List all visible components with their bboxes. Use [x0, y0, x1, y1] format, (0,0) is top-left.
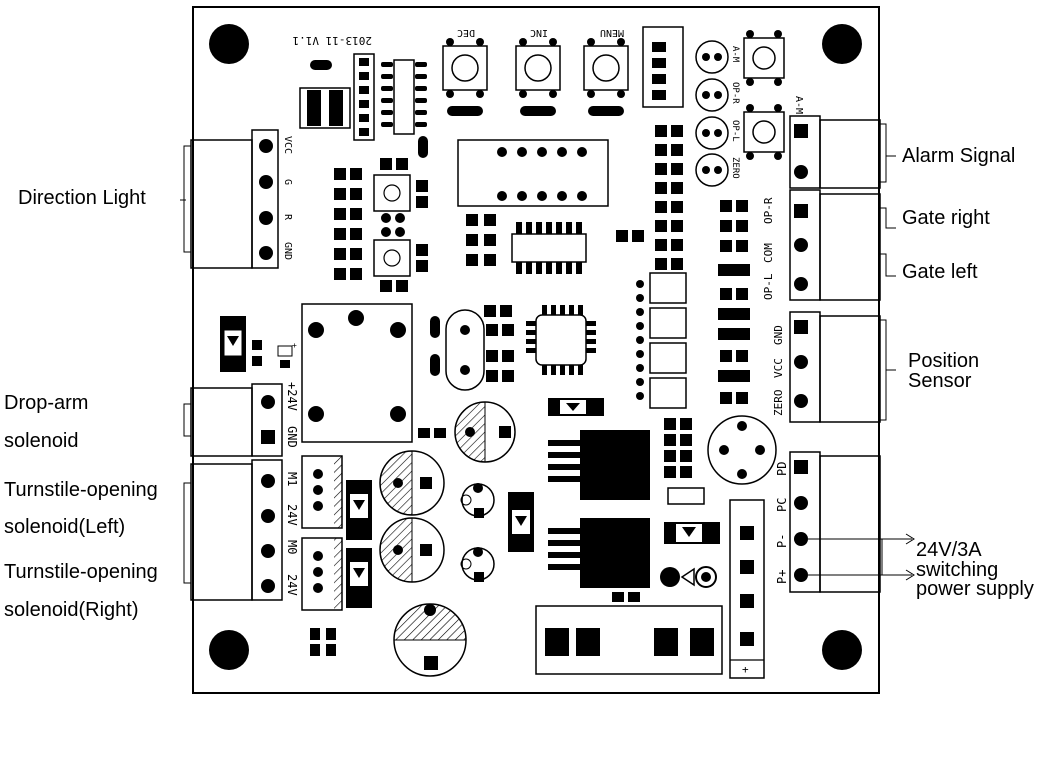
pin-vcc: VCC — [282, 136, 293, 154]
pin-vcc-pos: VCC — [772, 358, 785, 378]
led-label-op-r: OP-R — [730, 82, 740, 104]
pin-gnd: GND — [282, 242, 293, 260]
label-gate-right: Gate right — [902, 207, 990, 229]
vertical-header: + — [729, 499, 765, 679]
label-position-line2: Sensor — [908, 370, 972, 392]
diodes-right — [718, 264, 750, 382]
pin-op-l: OP-L — [762, 273, 775, 300]
buzzer — [707, 415, 777, 485]
label-alarm-signal: Alarm Signal — [902, 145, 1016, 167]
top-header — [642, 26, 684, 108]
pin-com: COM — [762, 243, 775, 263]
pin-zero: ZERO — [772, 390, 785, 417]
dec-button-label: DEC — [457, 27, 475, 38]
menu-button-label: MENU — [600, 27, 624, 38]
electrolytic-capacitors — [379, 401, 516, 677]
pin-p-minus: P- — [775, 534, 789, 548]
pin-op-r: OP-R — [762, 197, 775, 224]
mounting-holes — [209, 24, 862, 670]
label-power-line2: switching — [916, 559, 999, 581]
fuse — [667, 487, 705, 505]
board-outline — [192, 6, 880, 694]
push-buttons: DEC INC MENU — [442, 27, 629, 116]
pin-24v: +24V — [285, 382, 299, 411]
label-drop-arm-line1: Drop-arm — [4, 392, 89, 414]
connector-alarm: A-M — [789, 96, 881, 189]
inc-button-label: INC — [530, 27, 548, 38]
led-label-zero: ZERO — [730, 157, 740, 179]
smd-pads-middle — [310, 418, 692, 656]
label-right-solenoid-line2: solenoid(Right) — [4, 599, 139, 621]
connector-solenoids: M1 24V M0 24V — [190, 459, 299, 601]
label-gate-left: Gate left — [902, 261, 978, 283]
polarity-mark: + — [742, 663, 749, 676]
pin-am: A-M — [793, 96, 804, 114]
pin-gnd-drop: GND — [285, 426, 299, 448]
led-label-op-l: OP-L — [730, 120, 740, 142]
smd-pads-right — [655, 125, 748, 404]
pin-pc: PC — [775, 498, 789, 512]
connector-drop-arm: +24V GND — [190, 382, 299, 457]
polarity-mark-small: + — [292, 341, 297, 350]
label-position-line1: Position — [908, 350, 980, 372]
pin-24v-left: 24V — [285, 504, 299, 526]
power-terminal-bottom — [535, 605, 723, 675]
connector-direction-light: VCC G R GND — [190, 129, 293, 269]
optocouplers — [373, 174, 411, 277]
solenoid-drivers — [301, 455, 343, 611]
resistor-column — [636, 272, 687, 409]
pin-r: R — [282, 214, 293, 221]
label-drop-arm-line2: solenoid — [4, 430, 79, 452]
label-left-solenoid-line2: solenoid(Left) — [4, 516, 126, 538]
pin-24v-right: 24V — [285, 574, 299, 596]
label-direction-light: Direction Light — [18, 187, 146, 209]
pin-g: G — [282, 179, 293, 185]
diode-left — [220, 316, 293, 372]
relay-square — [301, 303, 413, 443]
led-power — [660, 566, 717, 588]
led-label-am: A-M — [730, 46, 740, 63]
pin-m1: M1 — [285, 472, 299, 486]
label-power-line3: power supply — [916, 578, 1034, 600]
pin-p-plus: P+ — [775, 570, 789, 584]
connector-power: PD PC P- P+ — [775, 451, 881, 593]
smd-pads-left — [334, 158, 428, 292]
callout-lines — [180, 123, 915, 584]
label-power-line1: 24V/3A — [916, 539, 982, 561]
smd-diodes — [346, 398, 720, 608]
version-label: 2013-11 V1.1 — [293, 34, 372, 47]
top-left-components — [299, 53, 428, 158]
connector-gate: OP-L COM OP-R — [762, 189, 881, 301]
mosfets — [548, 430, 650, 588]
pin-pd: PD — [775, 462, 789, 476]
label-right-solenoid-line1: Turnstile-opening — [4, 561, 158, 583]
label-left-solenoid-line1: Turnstile-opening — [4, 479, 158, 501]
status-leds: A-M OP-R OP-L ZERO — [695, 40, 740, 187]
pin-m0: M0 — [285, 540, 299, 554]
am-buttons — [743, 30, 785, 160]
crystal — [430, 309, 485, 391]
relay-module — [457, 139, 609, 207]
mcu-chip — [484, 305, 596, 382]
pin-gnd-pos: GND — [772, 325, 785, 345]
connector-position: GND VCC ZERO — [772, 311, 881, 423]
ic-soic — [466, 214, 644, 274]
